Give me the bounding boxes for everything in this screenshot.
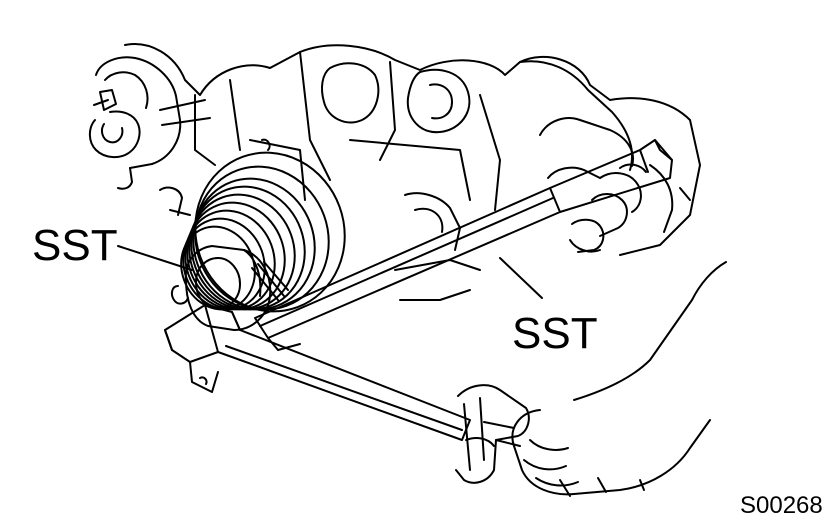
engine-block [124,43,701,301]
upper-hand [519,60,691,253]
figure-code: S00268 [740,492,823,519]
bar-handle-clamp [455,384,530,484]
left-sst-leader-line [117,245,193,271]
lower-hand [511,261,727,497]
right-sst-leader-line [499,257,543,299]
alternator-assembly [88,56,211,190]
right-sst-label: SST [512,309,598,358]
upper-wrench-bar [254,139,673,351]
left-sst-label: SST [32,221,118,270]
crankshaft-pulley [180,151,346,313]
lower-holding-bar [164,304,471,441]
